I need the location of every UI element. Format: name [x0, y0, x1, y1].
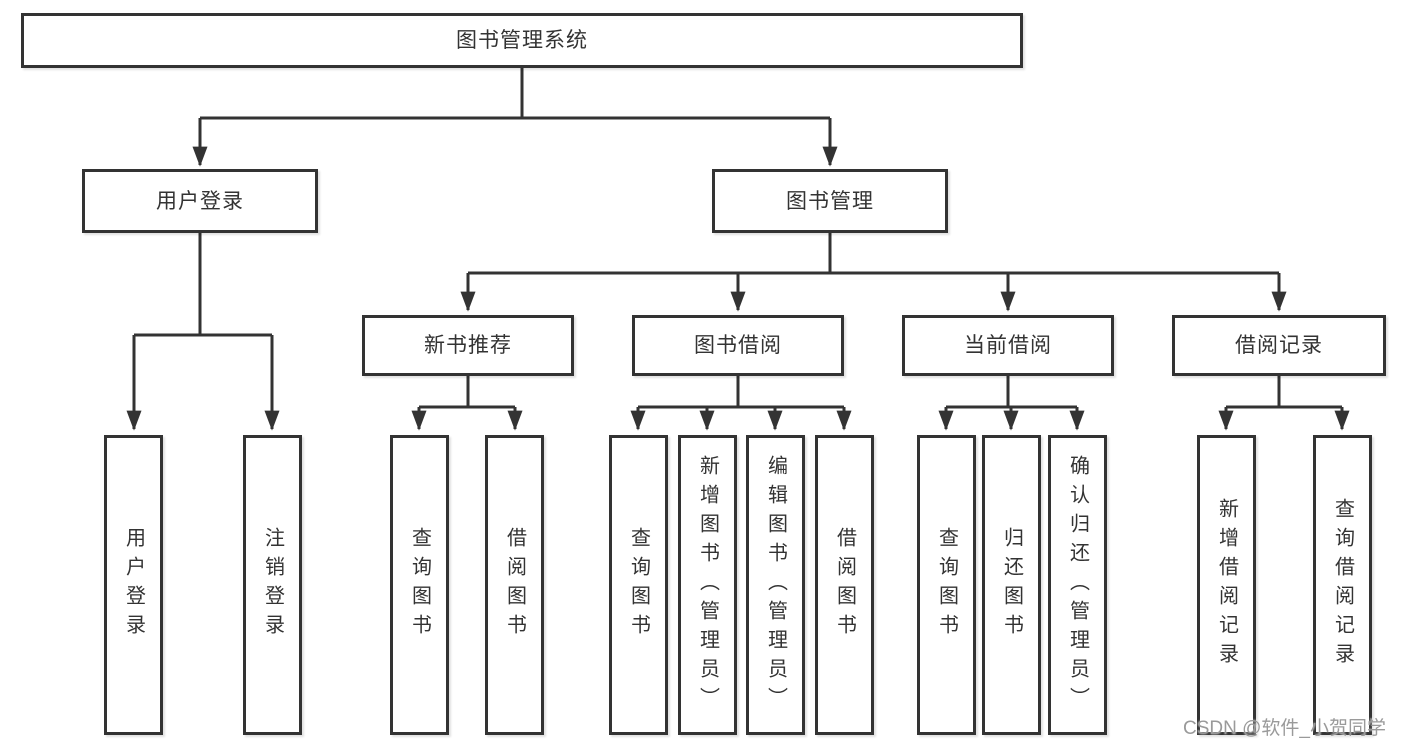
leaf-return-books: 归还图书	[982, 435, 1041, 735]
node-library-system: 图书管理系统	[21, 13, 1023, 68]
node-borrow-records-label: 借阅记录	[1235, 334, 1323, 357]
connector-user-login	[126, 233, 280, 431]
node-new-book-recommend-label: 新书推荐	[424, 334, 512, 357]
node-current-borrow: 当前借阅	[902, 315, 1114, 376]
leaf-query-borrow-record: 查询借阅记录	[1313, 435, 1372, 735]
leaf-return-books-label: 归还图书	[1000, 527, 1023, 643]
connector-section-records	[1218, 376, 1350, 431]
leaf-borrow-books-label: 借阅图书	[833, 527, 856, 643]
node-book-borrow: 图书借阅	[632, 315, 844, 376]
node-new-book-recommend: 新书推荐	[362, 315, 574, 376]
leaf-current-query-books-label: 查询图书	[935, 527, 958, 643]
leaf-add-borrow-record: 新增借阅记录	[1197, 435, 1256, 735]
leaf-borrow-query-books-label: 查询图书	[627, 527, 650, 643]
leaf-add-borrow-record-label: 新增借阅记录	[1215, 498, 1238, 672]
leaf-borrow-query-books: 查询图书	[609, 435, 668, 735]
csdn-watermark: CSDN @软件_小贺同学	[1183, 718, 1386, 739]
node-library-system-label: 图书管理系统	[456, 29, 588, 52]
connector-section-borrow	[630, 376, 852, 431]
leaf-current-query-books: 查询图书	[917, 435, 976, 735]
leaf-add-books-admin-label: 新增图书（管理员）	[696, 454, 719, 716]
leaf-edit-books-admin-label: 编辑图书（管理员）	[764, 454, 787, 716]
node-borrow-records: 借阅记录	[1172, 315, 1386, 376]
connector-book-mgmt	[460, 233, 1287, 312]
node-book-management-label: 图书管理	[786, 189, 874, 213]
leaf-user-login: 用户登录	[104, 435, 163, 735]
leaf-confirm-return-admin: 确认归还（管理员）	[1048, 435, 1107, 735]
node-user-login: 用户登录	[82, 169, 318, 233]
leaf-recommend-query-books-label: 查询图书	[408, 527, 431, 643]
node-current-borrow-label: 当前借阅	[964, 334, 1052, 357]
node-book-borrow-label: 图书借阅	[694, 334, 782, 357]
leaf-logout: 注销登录	[243, 435, 302, 735]
node-user-login-label: 用户登录	[156, 189, 244, 213]
connector-root	[192, 68, 838, 167]
leaf-edit-books-admin: 编辑图书（管理员）	[746, 435, 805, 735]
leaf-add-books-admin: 新增图书（管理员）	[678, 435, 737, 735]
leaf-recommend-query-books: 查询图书	[390, 435, 449, 735]
leaf-logout-label: 注销登录	[261, 527, 284, 643]
leaf-query-borrow-record-label: 查询借阅记录	[1331, 498, 1354, 672]
leaf-recommend-borrow-books-label: 借阅图书	[503, 527, 526, 643]
leaf-recommend-borrow-books: 借阅图书	[485, 435, 544, 735]
leaf-confirm-return-admin-label: 确认归还（管理员）	[1066, 454, 1089, 716]
connector-section-current	[938, 376, 1085, 431]
connector-section-recommend	[411, 376, 523, 431]
leaf-user-login-label: 用户登录	[122, 527, 145, 643]
node-book-management: 图书管理	[712, 169, 948, 233]
leaf-borrow-books: 借阅图书	[815, 435, 874, 735]
